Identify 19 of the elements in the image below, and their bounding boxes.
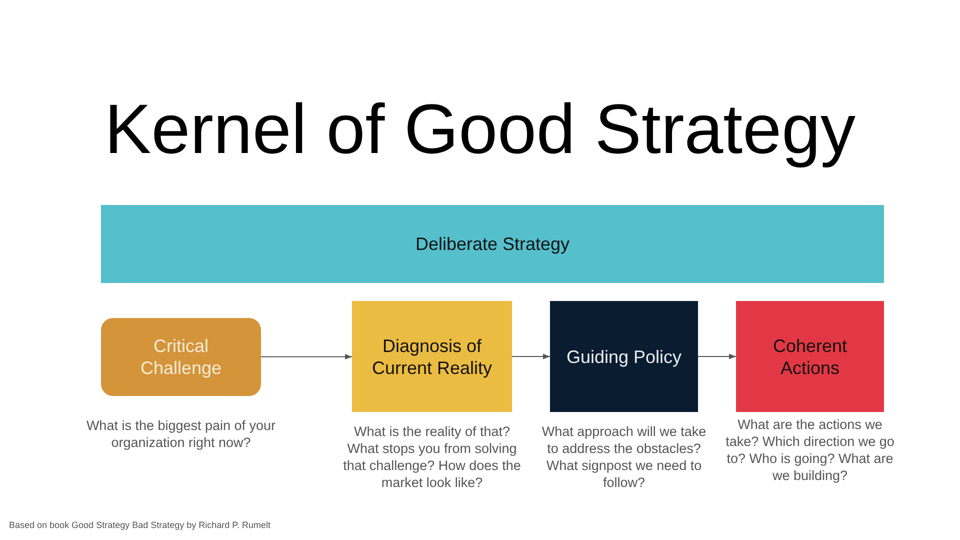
node-label: Guiding Policy <box>566 346 682 368</box>
title: Kernel of Good Strategy <box>104 89 856 170</box>
description-text: What are the actions we take? Which direction we go to? Who is going? What are we building? <box>724 416 896 484</box>
process-box <box>352 301 512 412</box>
description-text: What approach will we take to address the obstacles? What signpost we need to follow? <box>540 423 708 491</box>
node-label: Critical Challenge <box>139 335 223 379</box>
arrow <box>698 354 736 360</box>
source-note: Based on book Good Strategy Bad Strategy by Richard P. Rumelt <box>9 519 270 531</box>
process-box <box>736 301 884 412</box>
description-text: What is the reality of that? What stops you from solving that challenge? How does the market look like? <box>342 423 522 491</box>
description-text: What is the biggest pain of your organization right now? <box>85 417 277 451</box>
arrow <box>512 354 550 360</box>
process-box <box>550 301 698 412</box>
node-label: Deliberate Strategy <box>415 233 570 255</box>
node-label: Coherent Actions <box>772 334 848 378</box>
strategy-band <box>101 205 884 283</box>
process-box <box>101 318 261 396</box>
node-label: Diagnosis of Current Reality <box>370 334 494 378</box>
arrow <box>260 354 352 360</box>
